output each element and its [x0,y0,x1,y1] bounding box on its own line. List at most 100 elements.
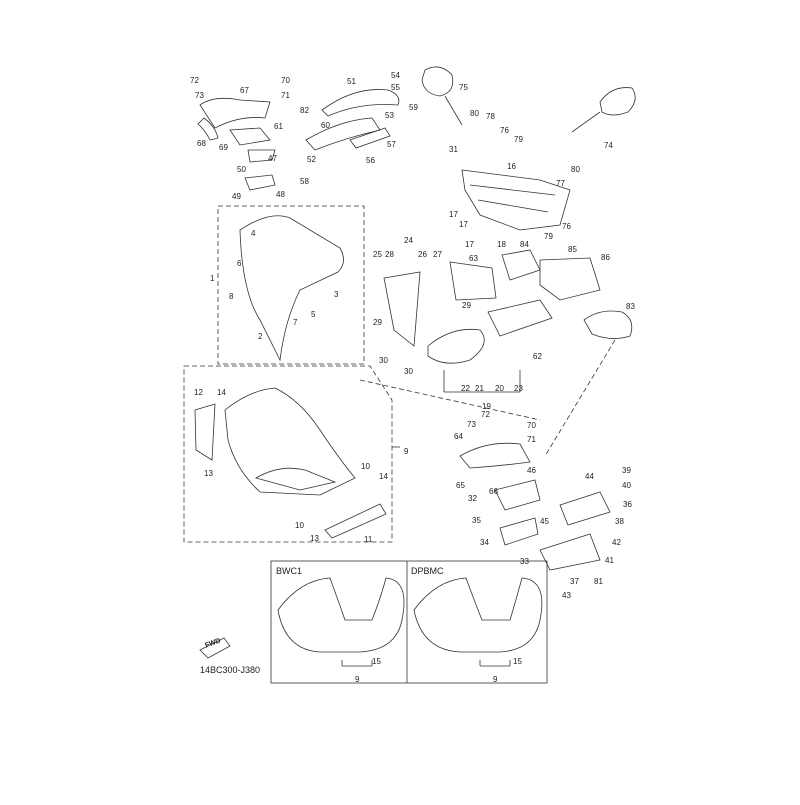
callout-c9: 9 [404,447,409,456]
part-84 [501,249,541,281]
callout-c6: 6 [237,259,242,268]
callout-c45: 45 [540,517,549,526]
duct-85 [539,257,601,301]
mirror-left [421,66,454,97]
callout-c67: 67 [240,86,249,95]
callout-c14b: 14 [379,472,388,481]
callout-c63: 63 [469,254,478,263]
callout-c48: 48 [276,190,285,199]
callout-c76b: 76 [562,222,571,231]
variant-cowling-a [277,577,405,653]
callout-c9a: 9 [355,675,360,684]
callout-c1: 1 [210,274,215,283]
callout-c39: 39 [622,466,631,475]
callout-c20: 20 [495,384,504,393]
callout-c18: 18 [497,240,506,249]
headlight-opening [254,467,337,491]
front-cowling [224,387,356,496]
callout-c28: 28 [385,250,394,259]
callout-c13a: 13 [204,469,213,478]
panel-52 [305,117,381,151]
part-47 [247,149,276,163]
callout-c62: 62 [533,352,542,361]
cover-67 [199,97,271,129]
callout-c3: 3 [334,290,339,299]
callout-c10b: 10 [295,521,304,530]
callout-c30b: 30 [404,367,413,376]
variant-label-2: DPBMC [411,566,444,576]
callout-c44: 44 [585,472,594,481]
callout-c17b: 17 [459,220,468,229]
callout-c73b: 73 [467,420,476,429]
variant-label-1: BWC1 [276,566,303,576]
callout-c79a: 79 [514,135,523,144]
stay-bracket [461,169,571,231]
callout-c82: 82 [300,106,309,115]
part-48 [244,174,276,191]
duct-63 [449,261,497,301]
cowling-group-box [183,365,393,543]
callout-c70b: 70 [527,421,536,430]
callout-c7: 7 [293,318,298,327]
variant-cowling-b [413,577,543,653]
callout-c11: 11 [364,535,373,544]
callout-c74: 74 [604,141,613,150]
callout-c23: 23 [514,384,523,393]
cover-64 [459,442,531,469]
part-37 [539,533,601,571]
callout-c68: 68 [197,139,206,148]
callout-c79b: 79 [544,232,553,241]
callout-c71b: 71 [527,435,536,444]
callout-c70: 70 [281,76,290,85]
callout-c27: 27 [433,250,442,259]
callout-c76a: 76 [500,126,509,135]
part-68 [197,117,219,141]
callout-c50: 50 [237,165,246,174]
callout-c19: 19 [482,402,491,411]
callout-c31: 31 [449,145,458,154]
callout-c81: 81 [594,577,603,586]
callout-c29b: 29 [462,301,471,310]
callout-c12: 12 [194,388,203,397]
duct-62 [487,299,553,337]
part-32 [494,479,541,511]
callout-c65: 65 [456,481,465,490]
callout-c58: 58 [300,177,309,186]
callout-c22: 22 [461,384,470,393]
windshield-group-box [217,205,365,365]
callout-c25: 25 [373,250,382,259]
callout-c54: 54 [391,71,400,80]
callout-c61: 61 [274,122,283,131]
callout-c72: 72 [190,76,199,85]
callout-c53: 53 [385,111,394,120]
callout-c46: 46 [527,466,536,475]
callout-c77: 77 [556,179,565,188]
callout-c9b: 9 [493,675,498,684]
callout-c85: 85 [568,245,577,254]
callout-c34: 34 [480,538,489,547]
callout-c30a: 30 [379,356,388,365]
callout-c24: 24 [404,236,413,245]
callout-c83: 83 [626,302,635,311]
lower-panel-11 [324,503,387,539]
callout-c59: 59 [409,103,418,112]
panel-51 [321,89,400,117]
callout-c17c: 17 [465,240,474,249]
callout-c78: 78 [486,112,495,121]
windshield [239,215,344,362]
callout-c8: 8 [229,292,234,301]
callout-c4: 4 [251,229,256,238]
callout-c33: 33 [520,557,529,566]
part-69 [229,127,271,146]
stay-24 [383,271,421,347]
callout-c49: 49 [232,192,241,201]
callout-c17a: 17 [449,210,458,219]
callout-c56: 56 [366,156,375,165]
part-83 [583,310,633,339]
callout-c73: 73 [195,91,204,100]
side-bracket-left [194,403,216,461]
callout-c41: 41 [605,556,614,565]
callout-c2: 2 [258,332,263,341]
